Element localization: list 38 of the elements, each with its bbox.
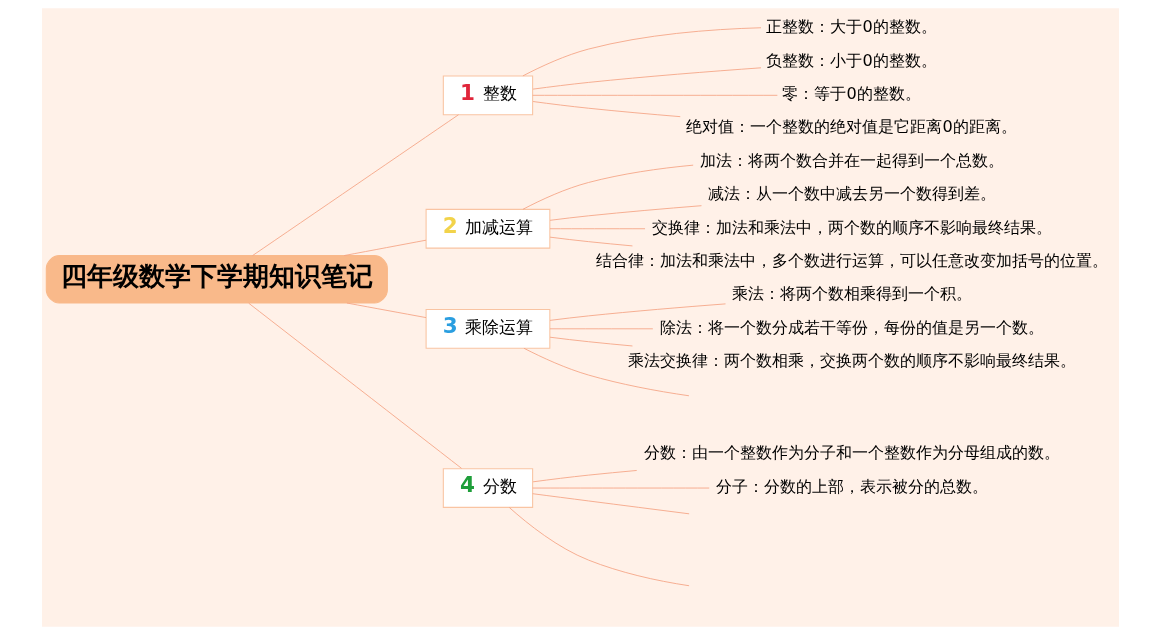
node-text: 绝对值：一个整数的绝对值是它距离0的距离。 [686, 117, 1017, 137]
node-text: 乘法交换律：两个数相乘，交换两个数的顺序不影响最终结果。 [627, 350, 1076, 370]
node-text: 交换律：加法和乘法中，两个数的顺序不影响最终结果。 [651, 217, 1052, 237]
node-box: 4 分数 [442, 468, 534, 508]
connector [508, 507, 690, 587]
connector [346, 302, 427, 319]
node-text: 减法：从一个数中减去另一个数得到差。 [707, 184, 996, 204]
connector [343, 239, 427, 256]
node-text: 零：等于0的整数。 [782, 84, 921, 104]
connector [252, 114, 459, 257]
connector [523, 347, 690, 397]
connector [549, 336, 633, 347]
connector [549, 303, 726, 321]
node-text: 加法：将两个数合并在一起得到一个总数。 [699, 150, 1004, 170]
connector [532, 487, 710, 489]
connector [522, 27, 762, 77]
connector [532, 94, 778, 96]
node-text: 结合律：加法和乘法中，多个数进行运算，可以任意改变加括号的位置。 [595, 250, 1108, 270]
connector [248, 302, 462, 469]
node-box: 四年级数学下学期知识笔记 [45, 255, 388, 304]
node-text: 负整数：小于0的整数。 [766, 50, 937, 70]
node-box: 2 加减运算 [425, 208, 551, 249]
connector [532, 67, 762, 90]
connector [532, 470, 638, 483]
connector [532, 101, 681, 118]
connector [549, 205, 702, 221]
node-box: 1 整数 [442, 75, 534, 116]
node-box: 3 乘除运算 [425, 308, 551, 349]
connector [532, 493, 690, 515]
node-text: 正整数：大于0的整数。 [766, 17, 937, 37]
node-text: 除法：将一个数分成若干等份，每份的值是另一个数。 [659, 317, 1044, 337]
connector [549, 228, 646, 230]
connector [549, 328, 654, 330]
node-text: 乘法：将两个数相乘得到一个积。 [731, 284, 972, 304]
connector [522, 164, 694, 210]
node-text: 分数：由一个整数作为分子和一个整数作为分母组成的数。 [643, 443, 1060, 463]
connector [549, 236, 633, 247]
node-text: 分子：分数的上部，表示被分的总数。 [715, 476, 988, 496]
